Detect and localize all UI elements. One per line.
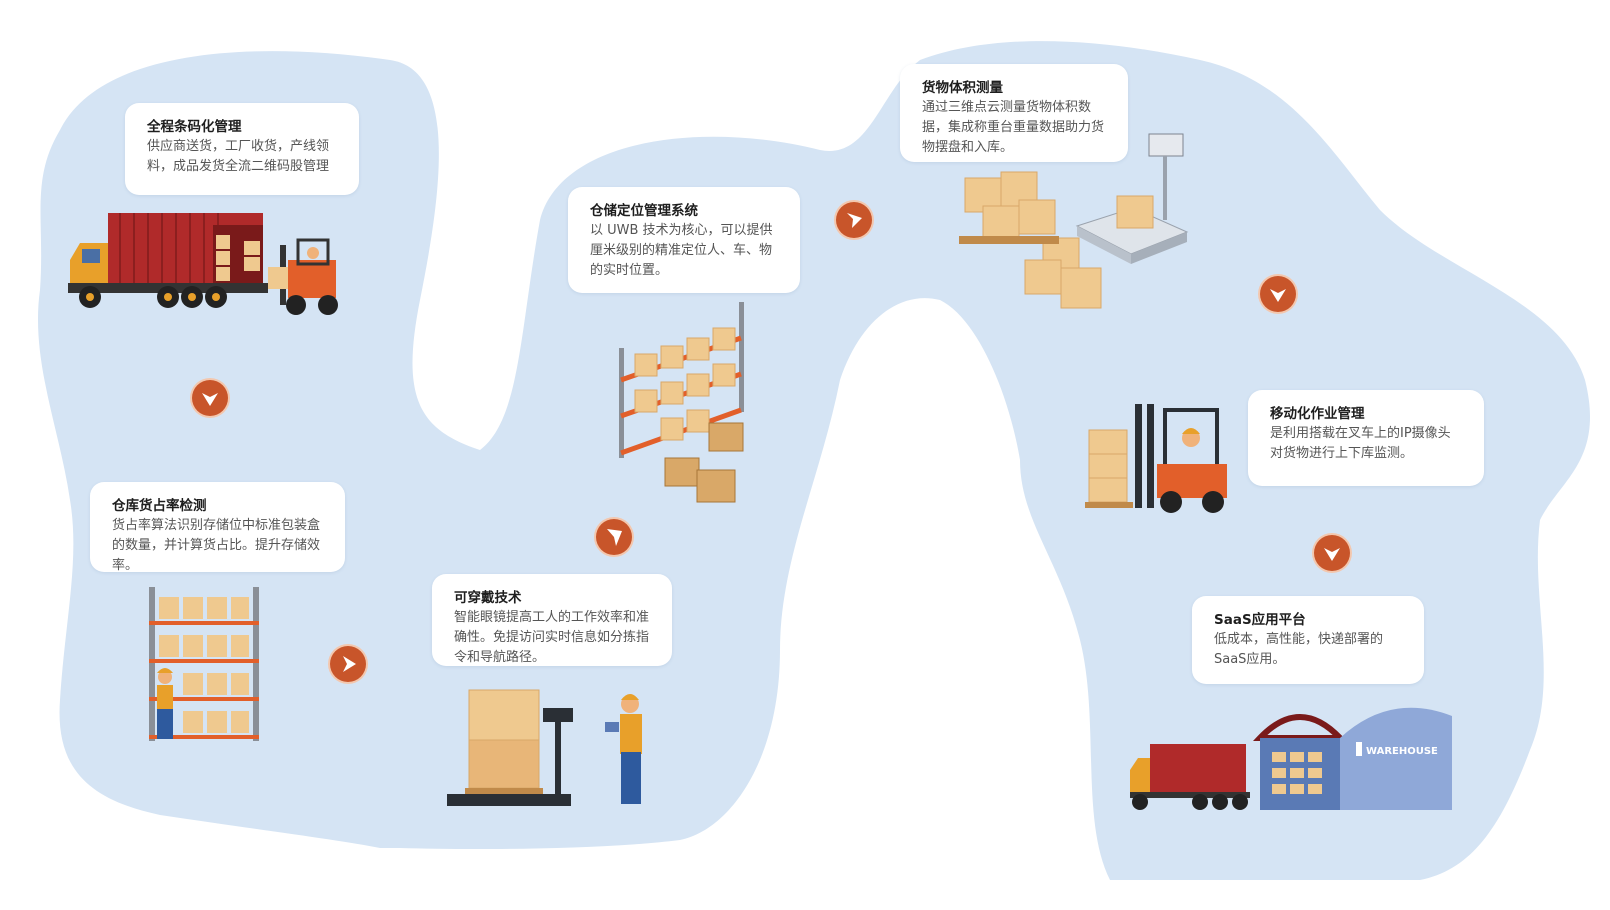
scale-worker-illustration <box>445 686 655 811</box>
arrow-down-icon <box>1260 276 1296 312</box>
truck-forklift-illustration <box>68 205 353 325</box>
step-description: 供应商送货，工厂收货，产线领料，成品发货全流二维码股管理 <box>147 139 330 174</box>
step-card-barcode: 全程条码化管理 供应商送货，工厂收货，产线领料，成品发货全流二维码股管理 <box>125 103 359 195</box>
step-title: 仓储定位管理系统 <box>590 203 698 219</box>
step-title: SaaS应用平台 <box>1214 612 1306 628</box>
step-title: 移动化作业管理 <box>1270 406 1365 422</box>
forklift-camera-illustration <box>1085 400 1235 515</box>
step-description: 货占率算法识别存储位中标准包装盒的数量，并计算货占比。提升存储效率。 <box>112 518 321 573</box>
step-title: 全程条码化管理 <box>147 119 242 135</box>
arrow-right-icon <box>836 202 872 238</box>
arrow-down-icon <box>1314 535 1350 571</box>
step-title: 仓库货占率检测 <box>112 498 207 514</box>
rack-crates-illustration <box>615 298 755 513</box>
step-title: 可穿戴技术 <box>454 590 522 606</box>
step-description: 是利用搭载在叉车上的IP摄像头对货物进行上下库监测。 <box>1270 426 1451 461</box>
step-card-mobile: 移动化作业管理 是利用搭载在叉车上的IP摄像头对货物进行上下库监测。 <box>1248 390 1484 486</box>
step-card-saas: SaaS应用平台 低成本，高性能，快递部署的SaaS应用。 <box>1192 596 1424 684</box>
step-card-occupancy: 仓库货占率检测 货占率算法识别存储位中标准包装盒的数量，并计算货占比。提升存储效… <box>90 482 345 573</box>
step-description: 以 UWB 技术为核心，可以提供厘米级别的精准定位人、车、物的实时位置。 <box>590 223 773 278</box>
arrow-down-icon <box>192 380 228 416</box>
step-description: 低成本，高性能，快递部署的SaaS应用。 <box>1214 632 1384 667</box>
step-title: 货物体积测量 <box>922 80 1003 96</box>
warehouse-sign: WAREHOUSE <box>1366 746 1438 757</box>
arrow-right-icon <box>330 646 366 682</box>
step-description: 通过三维点云测量货物体积数据，集成称重台重量数据助力货物摆盘和入库。 <box>922 100 1105 155</box>
boxes-weighing-scale-illustration <box>955 128 1195 323</box>
step-card-positioning: 仓储定位管理系统 以 UWB 技术为核心，可以提供厘米级别的精准定位人、车、物的… <box>568 187 800 293</box>
warehouse-shelf-worker-illustration <box>145 585 265 745</box>
step-card-wearable: 可穿戴技术 智能眼镜提高工人的工作效率和准确性。免提访问实时信息如分拣指令和导航… <box>432 574 672 666</box>
step-card-volume: 货物体积测量 通过三维点云测量货物体积数据，集成称重台重量数据助力货物摆盘和入库… <box>900 64 1128 162</box>
step-description: 智能眼镜提高工人的工作效率和准确性。免提访问实时信息如分拣指令和导航路径。 <box>454 610 650 665</box>
arrow-up-right-icon <box>596 519 632 555</box>
warehouse-building-illustration: WAREHOUSE <box>1130 698 1460 820</box>
